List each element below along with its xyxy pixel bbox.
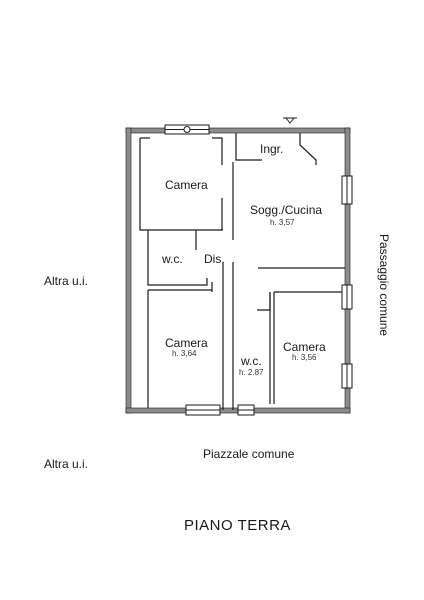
bathroom-center-label: w.c. (241, 354, 262, 368)
hallway-label: Dis. (204, 252, 225, 266)
living-kitchen-height: h. 3,57 (270, 218, 295, 227)
bedroom-right-label: Camera (283, 340, 326, 354)
bedroom-right-height: h. 3,56 (292, 353, 317, 362)
common-courtyard-label: Piazzale comune (203, 447, 295, 461)
neighbor-unit-label-top: Altra u.i. (44, 274, 89, 288)
interior-walls (139, 133, 345, 410)
neighbor-unit-label-bottom: Altra u.i. (44, 457, 89, 471)
bathroom-left-label: w.c. (162, 252, 183, 266)
bathroom-center-height: h. 2.87 (239, 368, 264, 377)
bedroom-top-label: Camera (165, 178, 208, 192)
bedroom-left-label: Camera (165, 336, 208, 350)
entrance-label: Ingr. (260, 142, 284, 156)
floor-title: PIANO TERRA (184, 517, 291, 534)
windows (164, 124, 353, 416)
outer-walls (125, 127, 351, 414)
entrance-door (283, 117, 297, 124)
living-kitchen-label: Sogg./Cucina (250, 203, 323, 217)
bedroom-left-height: h. 3,64 (172, 349, 197, 358)
common-passage-label: Passaggio comune (377, 234, 391, 337)
